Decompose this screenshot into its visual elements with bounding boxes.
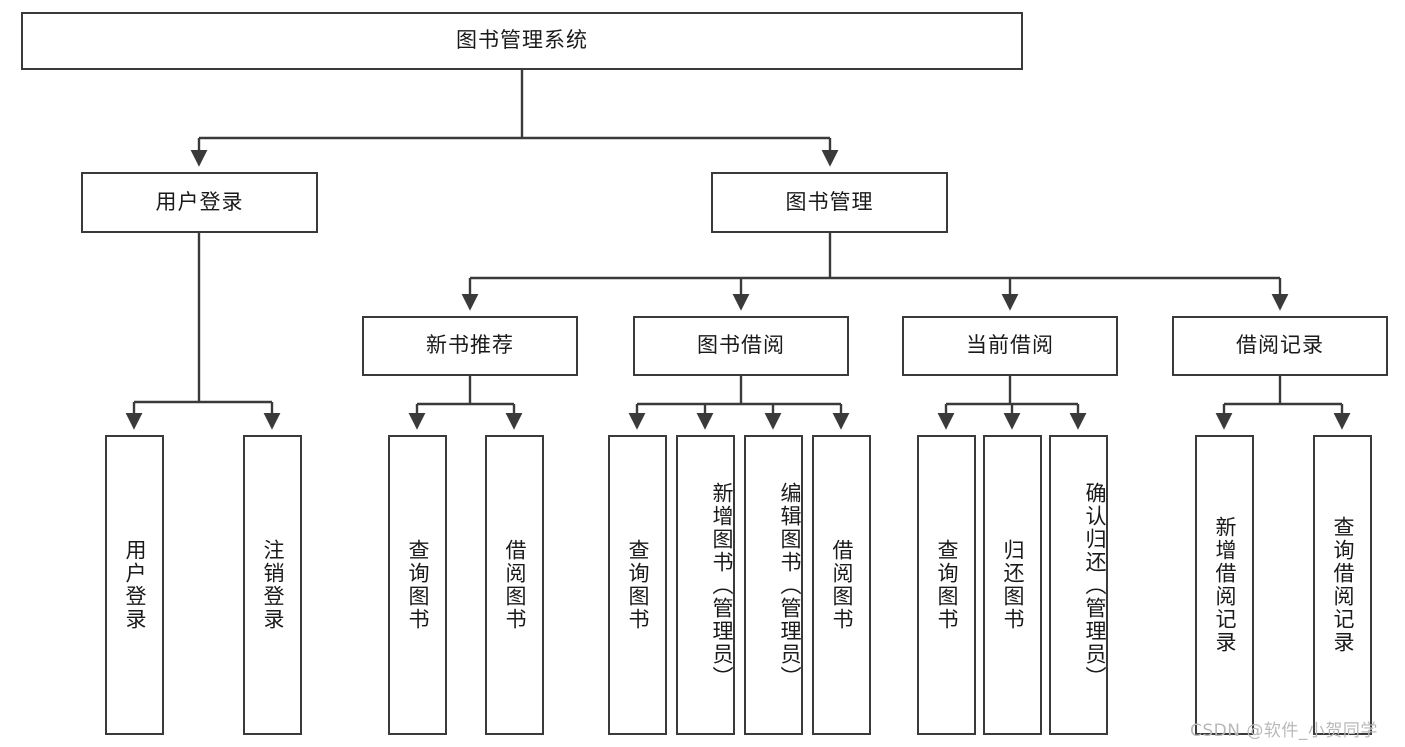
leaf-user-login[interactable]: 用户登录 [105, 435, 164, 735]
leaf-query-book-3-label: 查询图书 [935, 539, 960, 631]
node-book-borrow-label: 图书借阅 [697, 333, 785, 358]
node-borrow-record[interactable]: 借阅记录 [1172, 316, 1388, 376]
node-borrow-record-label: 借阅记录 [1236, 333, 1324, 358]
leaf-add-record-label: 新增借阅记录 [1213, 516, 1238, 654]
csdn-watermark: CSDN @软件_小贺同学 [1190, 721, 1378, 741]
leaf-borrow-book-1[interactable]: 借阅图书 [485, 435, 544, 735]
node-new-book-rec-label: 新书推荐 [426, 333, 514, 358]
leaf-query-record[interactable]: 查询借阅记录 [1313, 435, 1372, 735]
node-root[interactable]: 图书管理系统 [21, 12, 1023, 70]
node-user-login-label: 用户登录 [155, 189, 244, 214]
leaf-query-book-2-label: 查询图书 [626, 539, 651, 631]
leaf-borrow-book-2-label: 借阅图书 [830, 539, 855, 631]
leaf-edit-book-label: 编辑图书（管理员） [778, 481, 802, 689]
leaf-confirm-return-label: 确认归还（管理员） [1083, 481, 1107, 689]
leaf-add-book[interactable]: 新增图书（管理员） [676, 435, 735, 735]
leaf-user-login-label: 用户登录 [123, 539, 148, 631]
node-current-borrow[interactable]: 当前借阅 [902, 316, 1118, 376]
leaf-borrow-book-2[interactable]: 借阅图书 [812, 435, 871, 735]
leaf-return-book[interactable]: 归还图书 [983, 435, 1042, 735]
node-root-label: 图书管理系统 [456, 28, 588, 53]
node-new-book-rec[interactable]: 新书推荐 [362, 316, 578, 376]
leaf-query-record-label: 查询借阅记录 [1331, 516, 1356, 654]
leaf-query-book-2[interactable]: 查询图书 [608, 435, 667, 735]
node-current-borrow-label: 当前借阅 [966, 333, 1054, 358]
leaf-add-book-label: 新增图书（管理员） [710, 481, 734, 689]
leaf-borrow-book-1-label: 借阅图书 [503, 539, 528, 631]
leaf-return-book-label: 归还图书 [1001, 539, 1026, 631]
node-book-manage-label: 图书管理 [785, 189, 874, 214]
leaf-query-book-3[interactable]: 查询图书 [917, 435, 976, 735]
leaf-confirm-return[interactable]: 确认归还（管理员） [1049, 435, 1108, 735]
leaf-query-book-1-label: 查询图书 [406, 539, 431, 631]
leaf-logout-label: 注销登录 [261, 539, 286, 631]
leaf-logout[interactable]: 注销登录 [243, 435, 302, 735]
node-user-login[interactable]: 用户登录 [81, 172, 318, 233]
node-book-manage[interactable]: 图书管理 [711, 172, 948, 233]
node-book-borrow[interactable]: 图书借阅 [633, 316, 849, 376]
leaf-add-record[interactable]: 新增借阅记录 [1195, 435, 1254, 735]
leaf-edit-book[interactable]: 编辑图书（管理员） [744, 435, 803, 735]
leaf-query-book-1[interactable]: 查询图书 [388, 435, 447, 735]
